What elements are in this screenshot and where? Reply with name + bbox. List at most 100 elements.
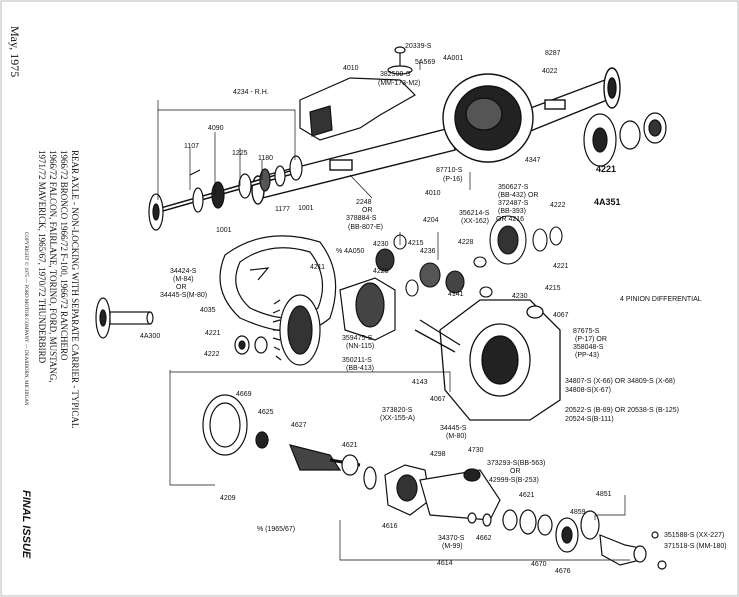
callout: 4859 xyxy=(570,509,586,516)
title-line: 1966/72 BRONCO 1966/72 F-100, 1966/72 RA… xyxy=(59,150,69,361)
callout: (BB-807-E) xyxy=(348,224,383,231)
callout: 373820-S xyxy=(382,407,413,414)
callout: 4662 xyxy=(476,535,492,542)
callout: 4627 xyxy=(291,422,307,429)
title-line: 1966/72 FALCON, FAIRLANE, TORINO, FORD, … xyxy=(48,150,58,383)
callout: 4A351 xyxy=(594,197,621,207)
date-text: May, 1975 xyxy=(8,26,22,78)
callout: 1225 xyxy=(232,150,248,157)
callout: 4222 xyxy=(550,202,566,209)
callout: 34424-S xyxy=(170,268,197,275)
callout: OR 4216 xyxy=(496,216,524,223)
callout: 34445-S xyxy=(440,425,467,432)
callout-labels: 20339-S 4A001 8287 5A569 4022 4010 38259… xyxy=(140,43,727,575)
callout: 4211 xyxy=(310,264,325,271)
callout-4-pinion: 4 PINION DIFFERENTIAL xyxy=(620,296,702,303)
callout: 20522-S (B-89) OR 20538-S (B-125) xyxy=(565,407,679,414)
callout: (XX-162) xyxy=(461,218,489,225)
callout: 4234 - R.H. xyxy=(233,89,269,96)
callout: 4670 xyxy=(531,561,547,568)
leader-lines xyxy=(157,60,630,561)
callout: 4209 xyxy=(220,495,236,502)
callout: 87675-S xyxy=(573,328,600,335)
ring-gear xyxy=(272,294,321,366)
callout: 350627-S xyxy=(498,184,529,191)
callout: (M-84) xyxy=(173,276,194,283)
callout: 34807-S (X-66) OR 34809-S (X-68) xyxy=(565,378,675,385)
callout: (NN-115) xyxy=(346,343,374,350)
callout: 4851 xyxy=(596,491,612,498)
callout: 4614 xyxy=(437,560,453,567)
callout: 4215 xyxy=(408,240,424,247)
callout: 4067 xyxy=(430,396,446,403)
title-line: 1971/72 MAVERICK, 1965/67, 1970/72 THUND… xyxy=(37,150,47,364)
callout: 34808-S(X-67) xyxy=(565,387,611,394)
copyright-text: COPYRIGHT © 1975 — FORD MOTOR COMPANY — … xyxy=(23,232,28,406)
callout: 87710-S xyxy=(436,167,463,174)
pinion-flange-top xyxy=(583,112,667,167)
callout: 4616 xyxy=(382,523,398,530)
callout: 4298 xyxy=(430,451,446,458)
callout: (BB-393) xyxy=(498,208,526,215)
callout: (M-80) xyxy=(446,433,467,440)
callout: 378884-S xyxy=(346,215,377,222)
callout: % 4A050 xyxy=(336,248,365,255)
callout: 2248 xyxy=(356,199,372,206)
side-title-block: REAR AXLE - NON-LOCKING WITH SEPARATE CA… xyxy=(36,150,80,428)
final-issue-text: FINAL ISSUE xyxy=(20,490,32,559)
callout: 4010 xyxy=(425,190,441,197)
pinion-assembly xyxy=(202,394,667,570)
callout: 1001 xyxy=(298,205,314,212)
callout: (PP-43) xyxy=(575,352,599,359)
callout: 4347 xyxy=(525,157,541,164)
callout: 4676 xyxy=(555,568,571,575)
callout: 1107 xyxy=(184,143,199,150)
callout: (MM-173-M2) xyxy=(378,80,420,87)
callout: 4141 xyxy=(448,291,464,298)
callout: (P-17) OR xyxy=(575,336,607,343)
axle-flange-4a300 xyxy=(95,297,154,339)
callout: 4236 xyxy=(420,248,436,255)
callout: 356214-S xyxy=(459,210,490,217)
callout: 4621 xyxy=(342,442,358,449)
callout: 8287 xyxy=(545,50,561,57)
differential-gears xyxy=(375,215,563,298)
differential-case xyxy=(234,277,396,355)
side-copyright: COPYRIGHT © 1975 — FORD MOTOR COMPANY — … xyxy=(23,232,28,406)
callout: 4221 xyxy=(553,263,569,270)
callout: 372487-S xyxy=(498,200,529,207)
callout: 4228 xyxy=(458,239,474,246)
axle-housing xyxy=(251,67,621,205)
callout: 373293-S(BB-563) xyxy=(487,460,545,467)
callout: 4010 xyxy=(343,65,359,72)
callout: 350211-S xyxy=(342,357,372,364)
callout: 5A569 xyxy=(415,59,435,66)
callout: % (1965/67) xyxy=(257,526,295,533)
callout: 4035 xyxy=(200,307,216,314)
callout: 4221 xyxy=(596,164,616,174)
callout: OR xyxy=(362,207,373,214)
callout: 4A300 xyxy=(140,333,160,340)
callout: 351588-S (XX-227) xyxy=(664,532,724,539)
callout: (P-16) xyxy=(443,176,462,183)
callout: 371518-S (MM-180) xyxy=(664,543,727,550)
title-line: REAR AXLE - NON-LOCKING WITH SEPARATE CA… xyxy=(70,150,80,429)
callout: 1177 xyxy=(275,206,290,213)
callout: 20339-S xyxy=(405,43,432,50)
callout: 4230 xyxy=(373,241,389,248)
callout: 1001 xyxy=(216,227,232,234)
callout: 4221 xyxy=(205,330,221,337)
callout: 382599-S xyxy=(380,71,411,78)
callout: OR xyxy=(176,284,187,291)
callout: 4022 xyxy=(542,68,558,75)
callout: 4204 xyxy=(423,217,439,224)
callout: 4730 xyxy=(468,447,484,454)
callout: 4143 xyxy=(412,379,428,386)
callout: (BB-432) OR xyxy=(498,192,538,199)
callout: 4A001 xyxy=(443,55,463,62)
callout: 359475-S xyxy=(342,335,373,342)
callout: 358048-S xyxy=(573,344,604,351)
callout: 4222 xyxy=(204,351,220,358)
callout: 20524-S(B-111) xyxy=(565,416,614,423)
callout: 4067 xyxy=(553,312,569,319)
